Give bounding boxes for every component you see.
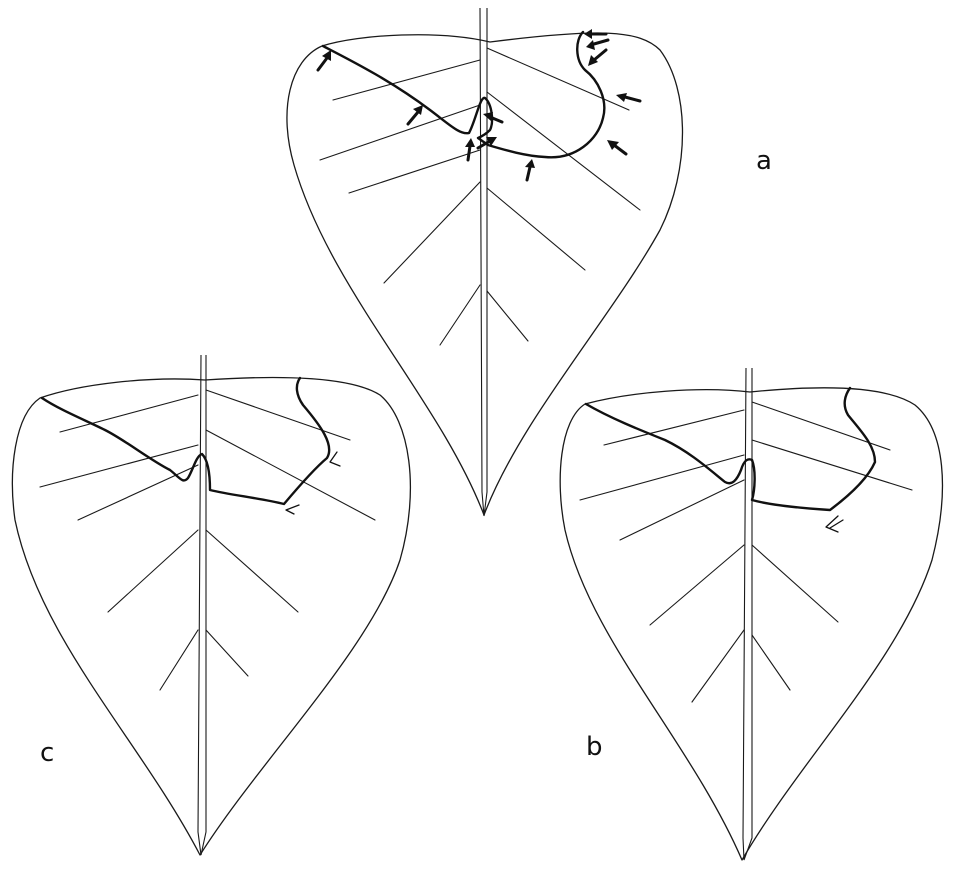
- leaf-b-vein: [650, 545, 744, 625]
- leaf-b-vein: [752, 635, 790, 690]
- leaf-a-vein: [487, 291, 528, 341]
- leaf-c-vein: [108, 530, 198, 612]
- leaf-b-vein: [604, 410, 744, 445]
- leaf-b-midrib: [743, 368, 752, 860]
- arrow-icon: [465, 138, 475, 160]
- leaf-a-cut-line: [323, 32, 604, 157]
- leaf-a-outline: [287, 33, 683, 515]
- arrow-icon: [588, 50, 606, 66]
- arrow-icon: [318, 50, 331, 70]
- arrow-icon: [525, 159, 535, 180]
- leaf-c-vein: [160, 630, 198, 690]
- leaf-a-vein: [487, 48, 629, 110]
- arrow-icon: [586, 40, 608, 50]
- arrow-icon: [616, 93, 640, 102]
- leaf-a-vein: [349, 150, 480, 193]
- panel-label-a: a: [756, 148, 772, 174]
- panel-label-c: c: [40, 740, 54, 766]
- arrow-icon: [408, 105, 423, 124]
- leaf-c: [12, 355, 410, 855]
- leaf-b-vein: [620, 480, 744, 540]
- leaf-a-vein: [320, 105, 480, 160]
- leaf-c-vein: [206, 530, 298, 612]
- leaf-b-cut-line: [586, 388, 875, 510]
- leaf-c-vein: [206, 390, 350, 440]
- arrow-icon: [584, 29, 606, 39]
- leaf-a-midrib: [480, 8, 487, 516]
- leaf-a-vein: [440, 285, 480, 345]
- leaf-c-vein: [78, 465, 198, 520]
- hollow-arrow-icon: [286, 505, 299, 514]
- leaf-b: [560, 368, 942, 860]
- leaf-c-vein: [40, 445, 198, 487]
- leaf-c-vein: [60, 395, 198, 432]
- leaf-c-vein: [206, 630, 248, 676]
- leaf-c-cut-line: [42, 378, 329, 504]
- leaf-c-outline: [12, 377, 410, 855]
- arrow-icon: [607, 140, 626, 154]
- leaf-b-vein: [752, 440, 912, 490]
- leaf-a-vein: [487, 188, 585, 270]
- leaf-c-vein: [206, 430, 375, 520]
- leaf-c-midrib: [198, 355, 206, 855]
- leaf-a-vein: [384, 182, 480, 283]
- panel-label-b: b: [586, 734, 603, 760]
- hollow-arrow-icon: [330, 452, 340, 466]
- leaf-b-vein: [752, 545, 838, 622]
- leaf-b-vein: [692, 630, 744, 702]
